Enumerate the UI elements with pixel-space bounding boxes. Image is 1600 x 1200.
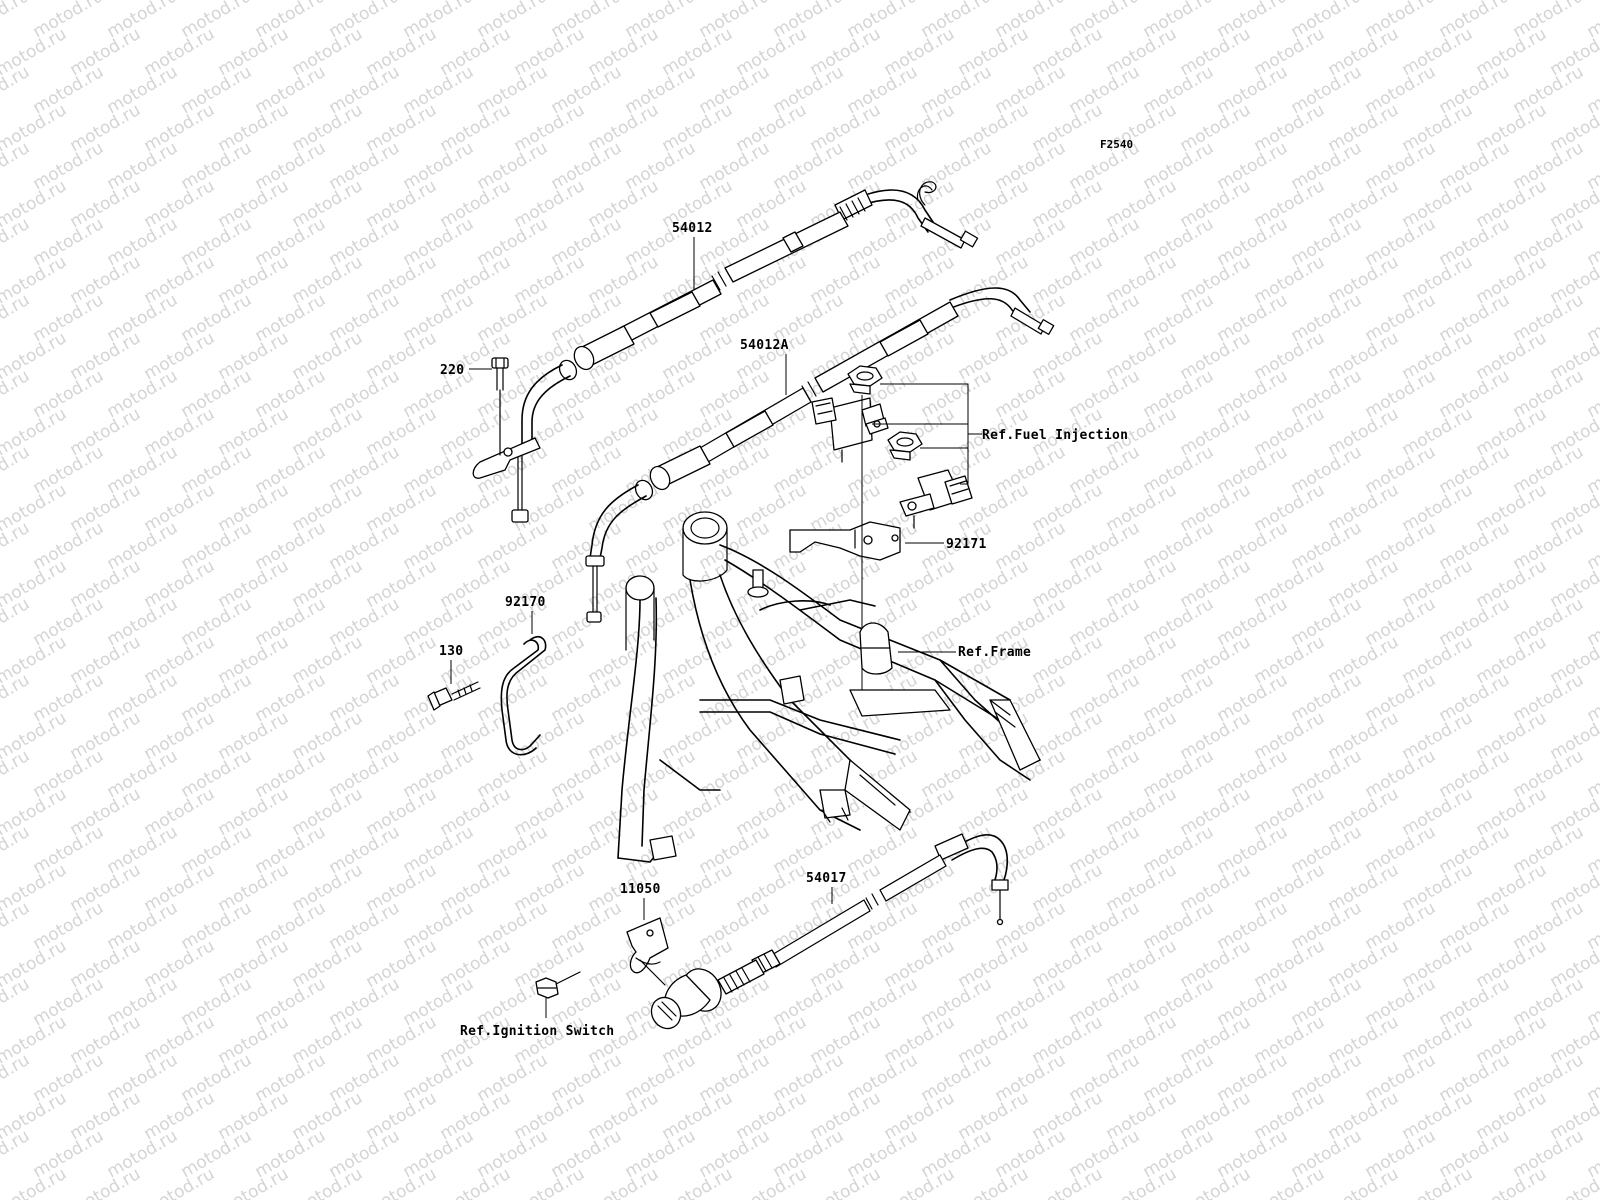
figure-code: F2540	[1100, 138, 1133, 151]
label-220: 220	[440, 363, 464, 378]
frame[interactable]	[617, 511, 1041, 863]
choke-cable-54017[interactable]	[646, 833, 1009, 1034]
clamp-92170[interactable]	[500, 635, 547, 756]
label-130: 130	[439, 644, 463, 659]
bolt-130[interactable]	[427, 681, 481, 711]
label-ref-ignition-switch: Ref.Ignition Switch	[460, 1024, 614, 1039]
label-ref-fuel-injection: Ref.Fuel Injection	[982, 428, 1128, 443]
throttle-cable-54012a[interactable]	[585, 287, 1055, 623]
bracket-92171[interactable]	[789, 521, 901, 561]
label-ref-frame: Ref.Frame	[958, 645, 1031, 660]
label-92170: 92170	[505, 595, 546, 610]
label-54017: 54017	[806, 871, 847, 886]
fuel-injection-sensors[interactable]	[811, 365, 973, 529]
label-54012a: 54012A	[740, 338, 789, 353]
throttle-cable-54012[interactable]	[472, 181, 979, 523]
label-54012: 54012	[672, 221, 713, 236]
ignition-switch-nut[interactable]	[535, 971, 581, 999]
label-92171: 92171	[946, 537, 987, 552]
bracket-11050[interactable]	[626, 917, 669, 986]
label-11050: 11050	[620, 882, 661, 897]
screw-220[interactable]	[491, 357, 509, 456]
